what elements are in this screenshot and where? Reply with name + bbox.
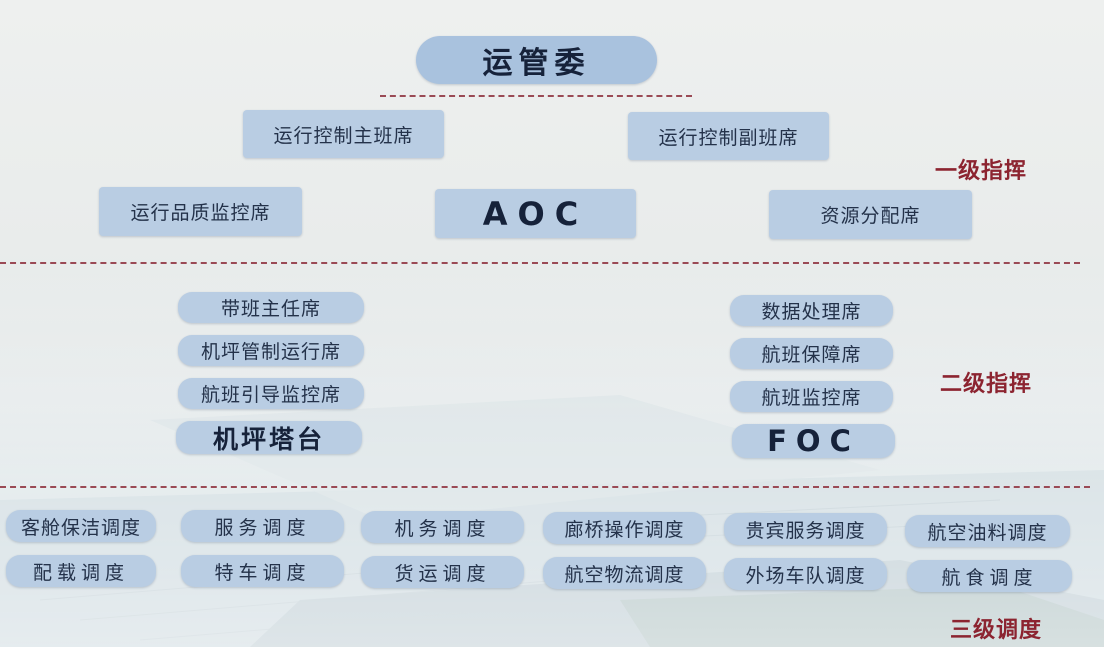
flight-support-seat-box: 航班保障席 <box>730 338 893 369</box>
management-committee-label: 运管委 <box>482 46 591 81</box>
ramp-fleet-dispatch-label: 外场车队调度 <box>745 564 866 587</box>
level1-command-label: 一级指挥 <box>935 159 1028 184</box>
air-logistics-dispatch-box: 航空物流调度 <box>543 557 706 589</box>
main-shift-seat-box: 运行控制主班席 <box>243 110 444 158</box>
special-vehicle-dispatch-box: 特车调度 <box>181 555 344 587</box>
jet-bridge-dispatch-box: 廊桥操作调度 <box>543 512 706 544</box>
apron-tower-box: 机坪塔台 <box>176 421 362 454</box>
aoc-box: AOC <box>435 189 636 238</box>
cargo-dispatch-label: 货运调度 <box>394 562 491 585</box>
flight-support-seat-label: 航班保障席 <box>761 344 862 366</box>
catering-dispatch-label: 航食调度 <box>941 566 1038 589</box>
special-vehicle-dispatch-label: 特车调度 <box>214 561 311 584</box>
resource-allocation-seat-label: 资源分配席 <box>820 205 921 227</box>
aoc-label: AOC <box>482 194 589 233</box>
level1-separator-dashed-line <box>0 262 1080 264</box>
data-processing-seat-box: 数据处理席 <box>730 295 893 326</box>
air-logistics-dispatch-label: 航空物流调度 <box>564 563 685 586</box>
quality-monitoring-seat-box: 运行品质监控席 <box>99 187 302 236</box>
cabin-cleaning-dispatch-box: 客舱保洁调度 <box>6 510 156 542</box>
service-dispatch-box: 服务调度 <box>181 510 344 542</box>
aviation-fuel-dispatch-box: 航空油料调度 <box>905 515 1070 547</box>
level3-dispatch-label: 三级调度 <box>950 618 1043 643</box>
catering-dispatch-box: 航食调度 <box>907 560 1072 592</box>
resource-allocation-seat-box: 资源分配席 <box>769 190 972 239</box>
flight-monitoring-seat-box: 航班监控席 <box>730 381 893 412</box>
jet-bridge-dispatch-label: 廊桥操作调度 <box>564 518 685 541</box>
maintenance-dispatch-box: 机务调度 <box>361 511 524 543</box>
foc-label: FOC <box>767 424 860 458</box>
apron-control-seat-box: 机坪管制运行席 <box>178 335 364 366</box>
duty-supervisor-seat-box: 带班主任席 <box>178 292 364 323</box>
vip-service-dispatch-label: 贵宾服务调度 <box>745 519 866 542</box>
deputy-shift-seat-box: 运行控制副班席 <box>628 112 829 160</box>
ramp-fleet-dispatch-box: 外场车队调度 <box>724 558 887 590</box>
management-committee-box: 运管委 <box>416 36 657 84</box>
quality-monitoring-seat-label: 运行品质监控席 <box>130 202 271 224</box>
load-planning-dispatch-box: 配载调度 <box>6 555 156 587</box>
maintenance-dispatch-label: 机务调度 <box>394 517 491 540</box>
flight-guidance-seat-box: 航班引导监控席 <box>178 378 364 409</box>
foc-box: FOC <box>732 424 895 458</box>
duty-supervisor-seat-label: 带班主任席 <box>220 298 321 320</box>
flight-guidance-seat-label: 航班引导监控席 <box>200 384 341 406</box>
apron-tower-label: 机坪塔台 <box>212 424 325 454</box>
cabin-cleaning-dispatch-label: 客舱保洁调度 <box>20 516 141 539</box>
top-separator-dashed-line <box>380 95 692 97</box>
level2-separator-dashed-line <box>0 486 1090 488</box>
load-planning-dispatch-label: 配载调度 <box>32 561 129 584</box>
level2-command-label: 二级指挥 <box>940 372 1033 397</box>
apron-control-seat-label: 机坪管制运行席 <box>200 341 341 363</box>
cargo-dispatch-box: 货运调度 <box>361 556 524 588</box>
service-dispatch-label: 服务调度 <box>214 516 311 539</box>
data-processing-seat-label: 数据处理席 <box>761 301 862 323</box>
main-shift-seat-label: 运行控制主班席 <box>273 124 414 147</box>
deputy-shift-seat-label: 运行控制副班席 <box>658 126 799 149</box>
vip-service-dispatch-box: 贵宾服务调度 <box>724 513 887 545</box>
flight-monitoring-seat-label: 航班监控席 <box>761 387 862 409</box>
aviation-fuel-dispatch-label: 航空油料调度 <box>927 521 1048 544</box>
